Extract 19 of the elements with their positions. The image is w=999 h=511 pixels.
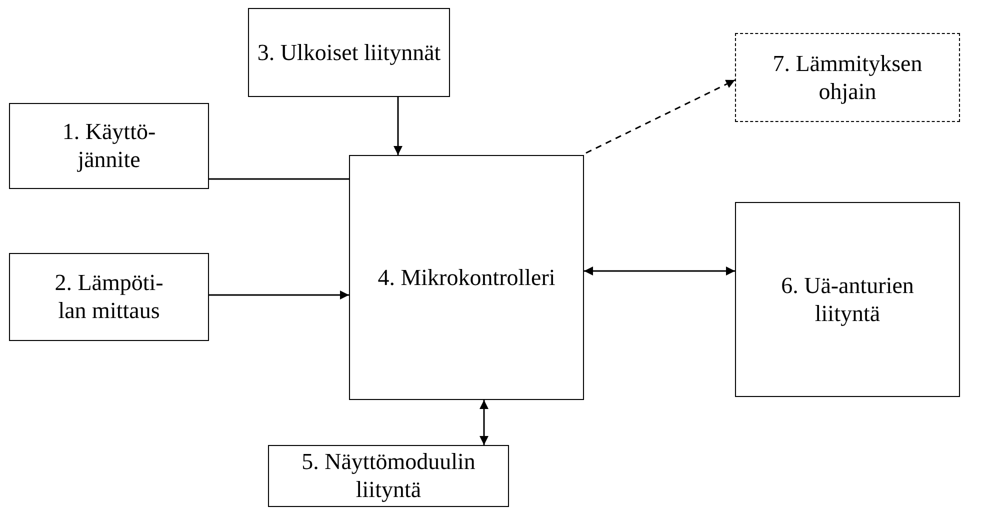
arrow bbox=[209, 290, 349, 300]
box-label: 7. Lämmityksen ohjain bbox=[772, 50, 924, 106]
process-box bbox=[9, 253, 209, 341]
box-label: 5. Näyttömoduulin liityntä bbox=[300, 448, 476, 504]
arrow bbox=[586, 79, 736, 154]
dashed-box bbox=[735, 33, 960, 122]
box-label: 4. Mikrokontrolleri bbox=[376, 264, 556, 292]
process-box bbox=[268, 445, 509, 507]
box-label: 6. Uä-anturien liityntä bbox=[780, 272, 915, 328]
process-box bbox=[248, 8, 450, 97]
box-label: 3. Ulkoiset liitynnät bbox=[256, 38, 442, 66]
process-box bbox=[9, 103, 209, 189]
arrow bbox=[394, 97, 402, 155]
box-label: 1. Käyttö- jännite bbox=[61, 118, 157, 174]
process-box bbox=[349, 155, 584, 400]
box-label: 2. Lämpöti- lan mittaus bbox=[54, 269, 164, 325]
process-box bbox=[735, 202, 960, 397]
arrow bbox=[584, 266, 735, 276]
arrow bbox=[480, 400, 488, 445]
